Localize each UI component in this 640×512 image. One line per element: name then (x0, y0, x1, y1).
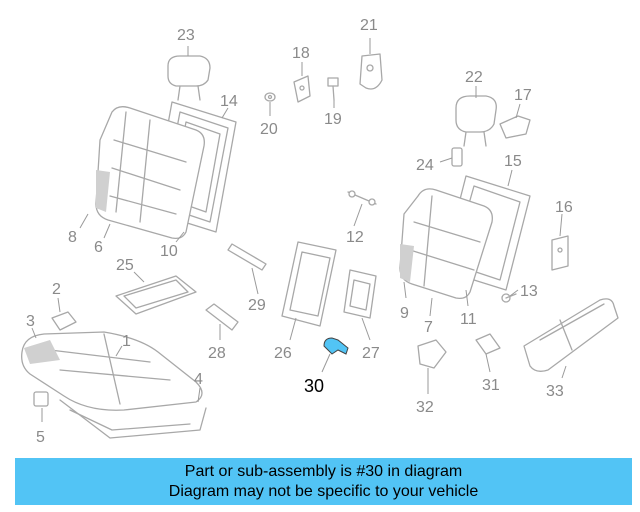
part-21-bracket (359, 53, 383, 90)
part-27-frame (343, 269, 377, 319)
leader-lines (31, 38, 567, 422)
callout-9: 9 (400, 305, 409, 322)
callout-13: 13 (520, 283, 538, 300)
callout-23: 23 (177, 27, 195, 44)
part-17-clip (499, 115, 531, 139)
callout-31: 31 (482, 377, 500, 394)
part-2-clip (51, 311, 77, 331)
callout-6: 6 (94, 239, 103, 256)
callout-12: 12 (346, 229, 364, 246)
callout-19: 19 (324, 111, 342, 128)
part-20-washer (264, 92, 276, 102)
part-1-seat-cushion (21, 331, 207, 439)
callout-29: 29 (248, 297, 266, 314)
callout-30-highlighted: 30 (304, 376, 324, 396)
callout-2: 2 (52, 281, 61, 298)
part-23-headrest (167, 55, 211, 101)
callout-15: 15 (504, 153, 522, 170)
part-18-bracket (293, 75, 311, 103)
info-banner: Part or sub-assembly is #30 in diagram D… (15, 458, 632, 505)
callout-16: 16 (555, 199, 573, 216)
callout-20: 20 (260, 121, 278, 138)
callout-1: 1 (122, 333, 131, 350)
part-28-trim (205, 303, 239, 331)
callout-11: 11 (460, 311, 477, 328)
parts-diagram: 23 21 18 14 20 19 22 17 24 15 8 6 10 12 … (21, 17, 619, 446)
callout-22: 22 (465, 69, 483, 86)
callout-33: 33 (546, 383, 564, 400)
part-13-screw (501, 293, 517, 303)
banner-line-part-number: Part or sub-assembly is #30 in diagram (184, 463, 463, 480)
part-26-frame (281, 241, 337, 327)
callout-10: 10 (160, 243, 178, 260)
callout-4: 4 (194, 371, 203, 388)
callout-25: 25 (116, 257, 134, 274)
part-6-seat-back-left (95, 106, 205, 240)
part-5-clip (33, 391, 49, 407)
callout-32: 32 (416, 399, 434, 416)
callout-14: 14 (220, 93, 238, 110)
callout-24: 24 (416, 157, 434, 174)
part-19-bolt (327, 77, 339, 101)
callout-27: 27 (362, 345, 380, 362)
part-24-pin (451, 147, 463, 167)
banner-line-disclaimer: Diagram may not be specific to your vehi… (168, 483, 479, 500)
part-7-seat-back-right (399, 188, 493, 300)
part-30-highlighted (321, 337, 349, 373)
callout-3: 3 (26, 313, 35, 330)
callout-7: 7 (424, 319, 433, 336)
part-16-bracket (551, 235, 569, 271)
callout-5: 5 (36, 429, 45, 446)
part-25-panel (115, 275, 197, 315)
part-32-bracket (417, 339, 447, 369)
callout-17: 17 (514, 87, 532, 104)
part-29-trim (227, 243, 267, 271)
callout-18: 18 (292, 45, 310, 62)
callout-21: 21 (360, 17, 378, 34)
callout-28: 28 (208, 345, 226, 362)
part-33-bolster (523, 298, 619, 372)
part-12-screw (347, 190, 377, 206)
part-31-bracket (475, 333, 501, 355)
callout-26: 26 (274, 345, 292, 362)
callout-labels: 23 21 18 14 20 19 22 17 24 15 8 6 10 12 … (26, 17, 573, 446)
callout-8: 8 (68, 229, 77, 246)
part-22-headrest (455, 95, 497, 147)
